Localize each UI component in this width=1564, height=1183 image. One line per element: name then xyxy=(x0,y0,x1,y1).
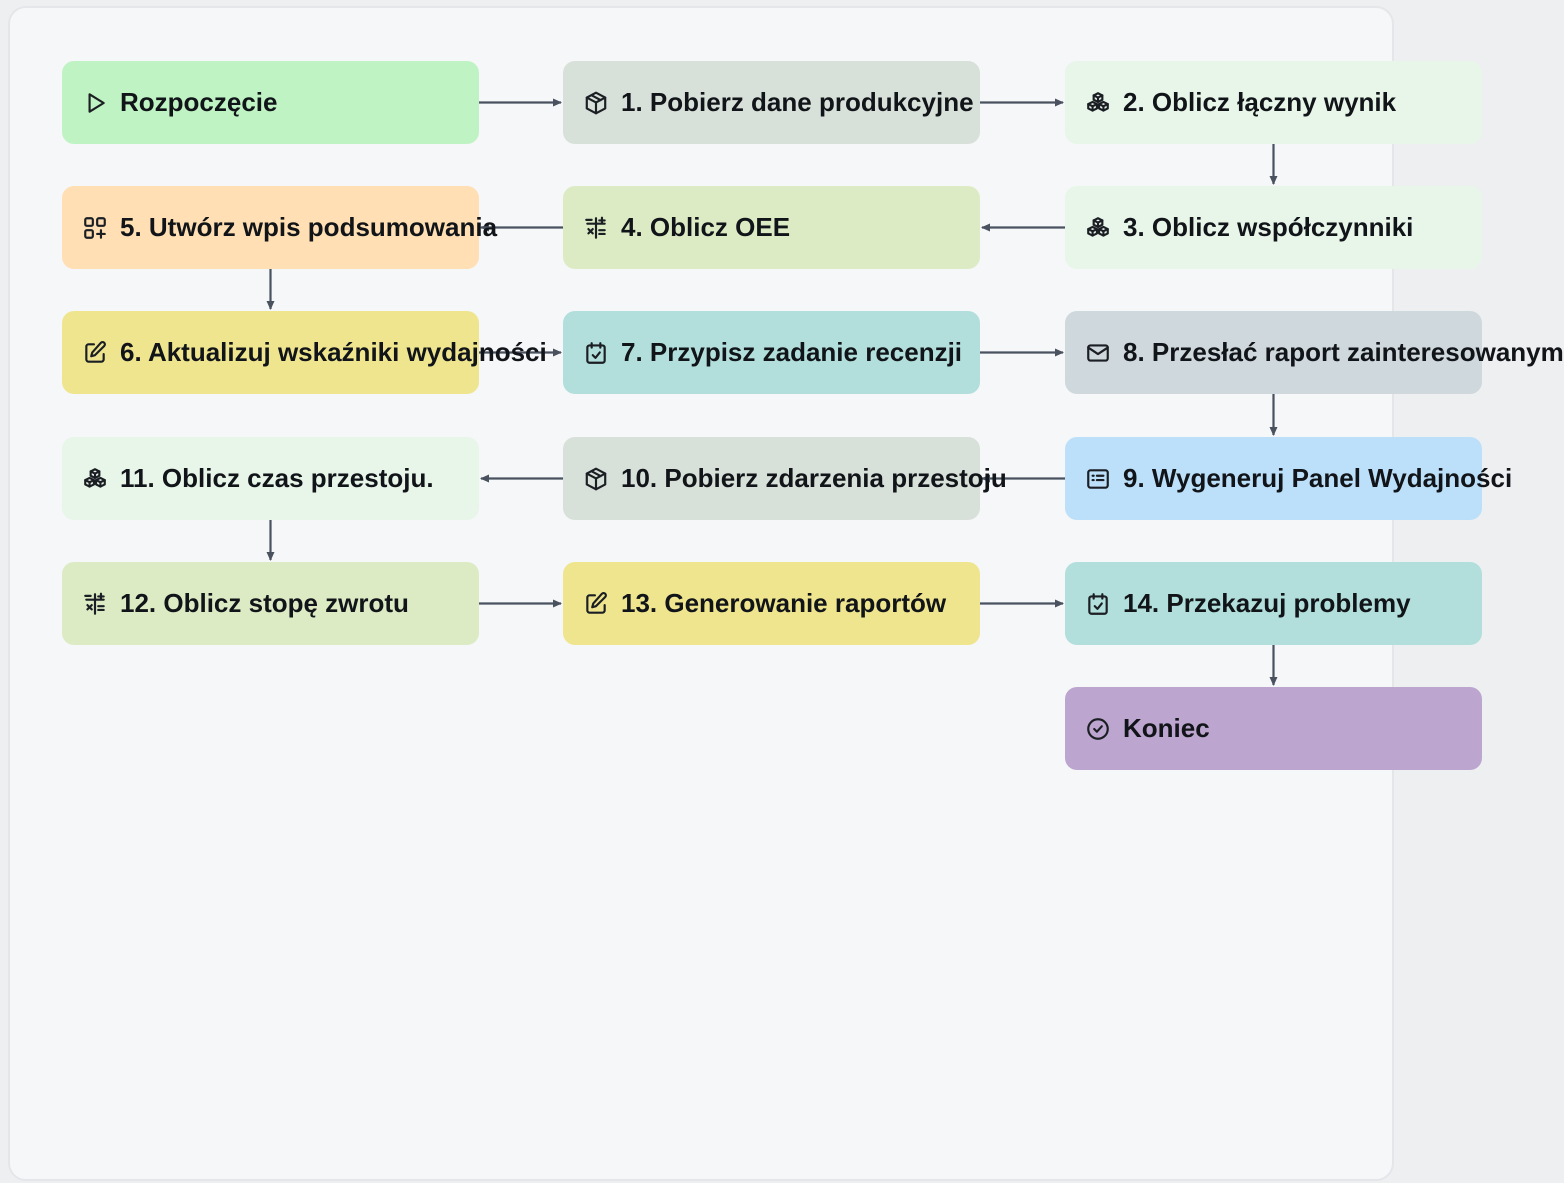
node-label: 10. Pobierz zdarzenia przestoju xyxy=(621,463,1007,493)
calendar-check-icon xyxy=(1085,591,1111,617)
node-n12[interactable]: 12. Oblicz stopę zwrotu xyxy=(62,562,479,645)
node-n11[interactable]: 11. Oblicz czas przestoju. xyxy=(62,437,479,520)
node-label: 7. Przypisz zadanie recenzji xyxy=(621,337,963,367)
node-label: 14. Przekazuj problemy xyxy=(1123,588,1411,618)
node-n14[interactable]: 14. Przekazuj problemy xyxy=(1065,562,1482,645)
calculator-icon xyxy=(583,215,609,241)
node-label: Rozpoczęcie xyxy=(120,87,278,117)
node-label: 4. Oblicz OEE xyxy=(621,212,791,242)
calendar-check-icon xyxy=(583,340,609,366)
play-icon xyxy=(82,90,108,116)
node-end[interactable]: Koniec xyxy=(1065,687,1482,770)
boxes-icon xyxy=(1085,90,1111,116)
node-label: 11. Oblicz czas przestoju. xyxy=(120,463,434,493)
node-label: Koniec xyxy=(1123,713,1210,743)
node-n1[interactable]: 1. Pobierz dane produkcyjne xyxy=(563,61,980,144)
flowchart-canvas: Rozpoczęcie 1. Pobierz dane produkcyjne 2.… xyxy=(8,6,1564,1181)
node-n4[interactable]: 4. Oblicz OEE xyxy=(563,186,980,269)
node-label: 2. Oblicz łączny wynik xyxy=(1123,87,1397,117)
layout-plus-icon xyxy=(82,215,108,241)
package-icon xyxy=(583,90,609,116)
node-label: 3. Oblicz współczynniki xyxy=(1123,212,1414,242)
node-n7[interactable]: 7. Przypisz zadanie recenzji xyxy=(563,311,980,394)
edit-icon xyxy=(82,340,108,366)
node-n2[interactable]: 2. Oblicz łączny wynik xyxy=(1065,61,1482,144)
node-n6[interactable]: 6. Aktualizuj wskaźniki wydajności xyxy=(62,311,547,394)
boxes-icon xyxy=(1085,215,1111,241)
node-label: 6. Aktualizuj wskaźniki wydajności xyxy=(120,337,547,367)
boxes-icon xyxy=(82,466,108,492)
node-n3[interactable]: 3. Oblicz współczynniki xyxy=(1065,186,1482,269)
node-label: 13. Generowanie raportów xyxy=(621,588,947,618)
node-start[interactable]: Rozpoczęcie xyxy=(62,61,479,144)
node-label: 5. Utwórz wpis podsumowania xyxy=(120,212,498,242)
node-n13[interactable]: 13. Generowanie raportów xyxy=(563,562,980,645)
node-n5[interactable]: 5. Utwórz wpis podsumowania xyxy=(62,186,498,269)
list-card-icon xyxy=(1085,466,1111,492)
package-icon xyxy=(583,466,609,492)
node-n8[interactable]: 8. Przesłać raport zainteresowanym xyxy=(1065,311,1564,394)
mail-icon xyxy=(1085,340,1111,366)
node-n9[interactable]: 9. Wygeneruj Panel Wydajności xyxy=(1065,437,1513,520)
calculator-icon xyxy=(82,591,108,617)
node-label: 9. Wygeneruj Panel Wydajności xyxy=(1123,463,1513,493)
check-circle-icon xyxy=(1085,716,1111,742)
node-label: 8. Przesłać raport zainteresowanym xyxy=(1123,337,1564,367)
node-label: 12. Oblicz stopę zwrotu xyxy=(120,588,409,618)
node-label: 1. Pobierz dane produkcyjne xyxy=(621,87,974,117)
node-n10[interactable]: 10. Pobierz zdarzenia przestoju xyxy=(563,437,1007,520)
edit-icon xyxy=(583,591,609,617)
